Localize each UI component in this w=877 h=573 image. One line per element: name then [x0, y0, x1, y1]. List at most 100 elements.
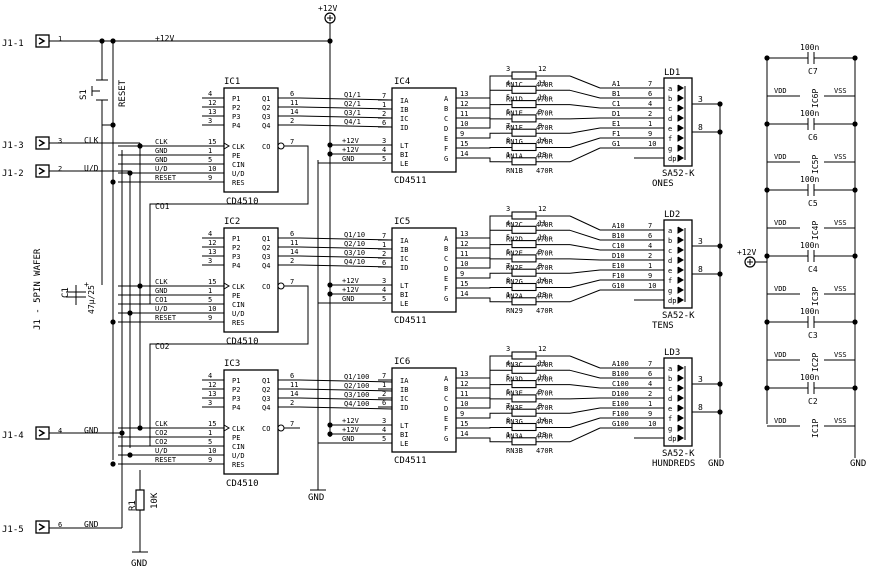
counter-pin-number: 4: [208, 90, 212, 98]
counter-output-label: Q1/100: [344, 373, 369, 381]
led-diode: [677, 246, 684, 254]
resistor-pin-top: 4: [506, 359, 510, 367]
decoder-pin-number: 10: [460, 400, 468, 408]
misc-part-labels: S1 RESET C1 47μ/25 + R1 10K: [61, 79, 160, 511]
resistor-body: [511, 142, 537, 152]
resistor-body: [511, 157, 537, 166]
resistor-pin-bottom: 11: [538, 359, 546, 367]
display-segment-letter: g: [668, 425, 672, 433]
counter-pin-name: P2: [232, 244, 240, 252]
cap-ref: C5: [808, 199, 818, 208]
junction: [852, 55, 858, 61]
segment-wire: [569, 244, 601, 251]
counter-pin-number: 10: [208, 165, 216, 173]
resistor-pin-bottom: 14: [538, 417, 546, 425]
supply-labels: +12V +12V +12V GND GND GND GND: [131, 4, 866, 569]
display-common-pin: 8: [698, 403, 703, 412]
decoder-part: CD4511: [394, 316, 427, 326]
counter-input-label: CLK: [155, 138, 168, 146]
c1-polarity: +: [84, 280, 89, 289]
decoder-pin-name: E: [444, 275, 448, 283]
resistor-value: 470R: [536, 221, 554, 229]
decoder-control-label: +12V: [342, 277, 360, 285]
display-segment-label: B1: [612, 90, 620, 98]
display-segment-label: D100: [612, 390, 629, 398]
counter-input-label: RESET: [155, 174, 177, 182]
resistor-wire: [474, 297, 500, 303]
resistor-pin-bottom: 13: [538, 431, 546, 439]
decoder-pin-number: 4: [382, 286, 386, 294]
resistor-wire: [474, 229, 500, 249]
counter-pin-number: 13: [208, 390, 216, 398]
counter-body: [223, 227, 279, 333]
vss-label: VSS: [834, 153, 847, 161]
display-pin-number: 4: [648, 242, 652, 250]
display-pin-number: 6: [648, 90, 652, 98]
resistor-value: 470R: [536, 361, 554, 369]
resistor-pin-top: 1: [506, 431, 510, 439]
decoder-pin-number: 4: [382, 426, 386, 434]
decoder-pin-name: IC: [400, 395, 408, 403]
display-ld3: LD3SA52-KHUNDREDSa7A100b6B100c4C100d2D10…: [569, 348, 723, 469]
display-common-pin: 8: [698, 123, 703, 132]
resistor-body: [511, 351, 537, 360]
decoder-pin-number: 13: [460, 90, 468, 98]
resistor-pin-top: 1: [506, 291, 510, 299]
r1-body: [135, 489, 145, 511]
decoder-pin-name: IA: [400, 377, 409, 385]
connector-pin-4: 4: [58, 427, 62, 435]
decoder-pin-number: 6: [382, 399, 386, 407]
led-diode: [677, 266, 684, 274]
display-segment-letter: d: [668, 257, 672, 265]
segment-wire: [569, 397, 601, 400]
counter-pin-number: 2: [290, 257, 294, 265]
counter-pin-number: 4: [208, 372, 212, 380]
segment-wire: [569, 137, 601, 148]
display-segment-letter: a: [668, 227, 672, 235]
decoder-pin-number: 11: [460, 250, 468, 258]
resistor-wire: [474, 369, 500, 389]
display-segment-letter: g: [668, 287, 672, 295]
cap-value: 100n: [800, 307, 819, 316]
decoder-control-label: +12V: [342, 137, 360, 145]
counter-output-label: Q4/100: [344, 400, 369, 408]
decoder-pin-number: 2: [382, 110, 386, 118]
decoder-pin-number: 9: [460, 410, 464, 418]
decoder-pin-name: ID: [400, 124, 408, 132]
led-diode: [677, 104, 684, 112]
resistor-name: RN2C: [506, 221, 523, 229]
ic-power-label: IC6P: [811, 89, 820, 108]
connector-j1-1: J1-1: [2, 39, 24, 49]
display-segment-label: F1: [612, 130, 620, 138]
junction: [717, 101, 723, 107]
vdd-label: VDD: [774, 285, 787, 293]
counter-pin-name: P4: [232, 404, 240, 412]
junction: [852, 319, 858, 325]
display-pin-number: 9: [648, 130, 652, 138]
decoder-control-label: GND: [342, 295, 355, 303]
decoder-pin-number: 5: [382, 435, 386, 443]
display-pin-number: 7: [648, 80, 652, 88]
display-segment-label: C100: [612, 380, 629, 388]
display-ref: LD3: [664, 348, 680, 358]
display-ref: LD2: [664, 210, 680, 220]
display-segment-letter: e: [668, 125, 672, 133]
decoder-pin-name: C: [444, 255, 448, 263]
gnd-label-display: GND: [708, 459, 724, 469]
resistor-pin-bottom: 12: [538, 345, 546, 353]
junction: [127, 170, 133, 176]
counter-pin-name: P3: [232, 395, 240, 403]
decoder-pin-number: 14: [460, 430, 468, 438]
junction: [327, 431, 333, 437]
resistor-name: RN1B: [506, 167, 523, 175]
junction: [327, 142, 333, 148]
connector-arrow: [38, 523, 46, 531]
resistor-pin-top: 8: [506, 137, 510, 145]
display-segment-label: A100: [612, 360, 629, 368]
counter-output-label: Q2/1: [344, 100, 361, 108]
display-segment-letter: b: [668, 95, 672, 103]
r1-value: 10K: [150, 492, 160, 509]
